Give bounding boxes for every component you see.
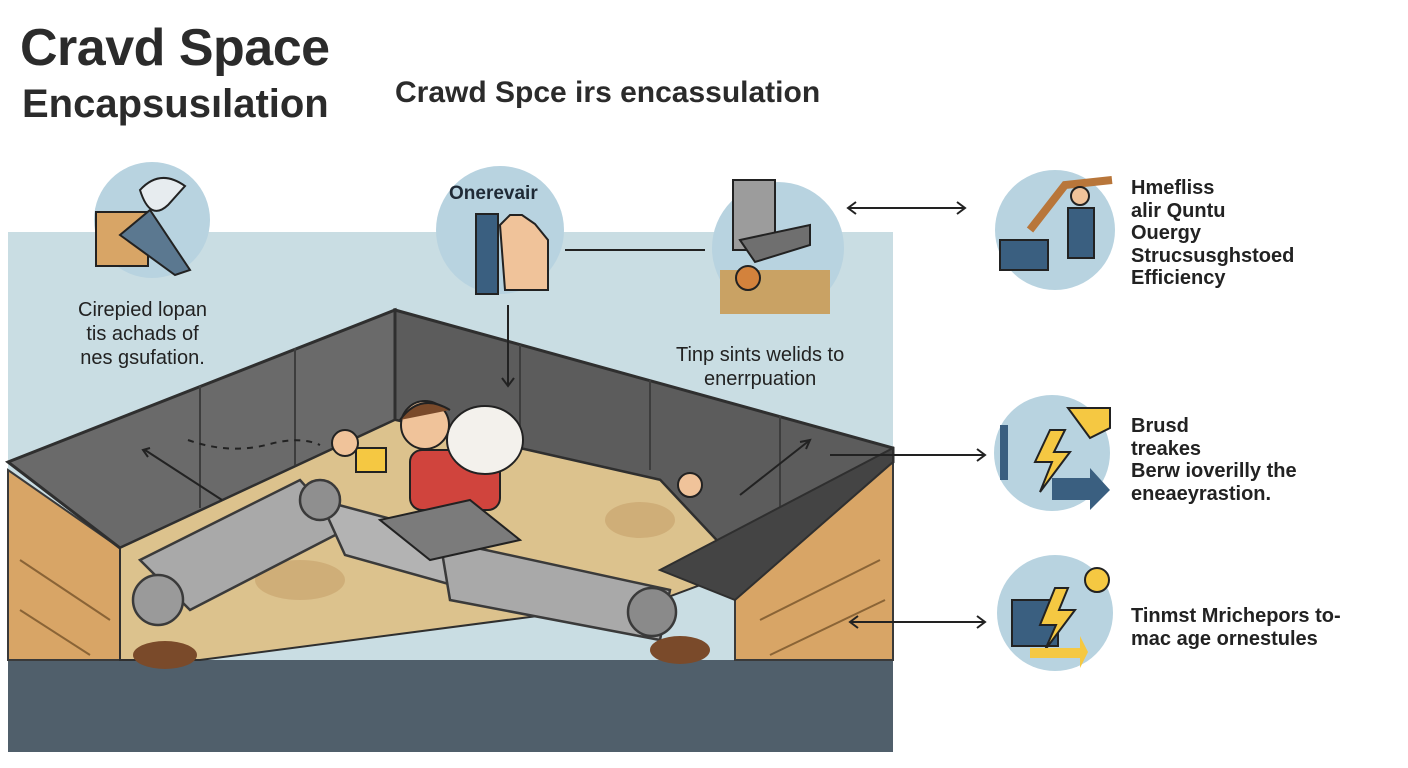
ground-band: [8, 660, 893, 752]
circle-icon-hand: [436, 166, 564, 295]
panel-1-line: Hmefliss: [1131, 177, 1215, 199]
page-title-line2: Encapsusılation: [22, 82, 329, 126]
panel-icon-moisture: [997, 555, 1113, 671]
page-subtitle: Crawd Spce irs encassulation: [395, 76, 821, 109]
worker-figure: [355, 400, 524, 562]
panel-2-line: Berw ioverilly the: [1131, 460, 1297, 482]
panel-text-2: Brusd treakes Berw ioverilly the eneaeyr…: [1131, 415, 1297, 505]
panel-3-line: mac age ornestules: [1131, 627, 1318, 650]
panel-2-line: eneaeyrastion.: [1131, 482, 1272, 505]
panel-text-1: Hmefliss alir Quntu Ouergy Strucsusghsto…: [1131, 177, 1294, 290]
duct-pipes: [131, 478, 678, 642]
callout-left-line: nes gsufation.: [80, 347, 205, 369]
panel-1-line: Strucsusghstoed: [1131, 244, 1295, 267]
panel-1-line: Efficiency: [1131, 267, 1226, 289]
panel-2-line: Brusd: [1131, 415, 1189, 437]
callout-mid: Tinp sints welids to enerrpuation: [676, 343, 844, 391]
helper-head: [331, 429, 359, 457]
callout-top-circle: Onerevair: [449, 183, 538, 204]
panel-text-3: Tinmst Mrichepors to- mac age ornestules: [1131, 605, 1341, 650]
child-head: [677, 472, 703, 498]
circle-icon-tools: [712, 179, 844, 314]
circle-icon-seal: [94, 162, 210, 278]
callout-left: Cirepied lopan tis achads of nes gsufati…: [78, 298, 207, 370]
callout-left-line: tis achads of: [86, 323, 199, 345]
panel-1-line: alir Quntu: [1131, 199, 1226, 222]
callout-mid-line: Tinp sints welids to: [676, 344, 845, 366]
front-right-wall: [657, 446, 894, 602]
panel-1-line: Ouergy: [1131, 222, 1202, 244]
panel-icon-energy: [994, 395, 1111, 511]
page-title: Cravd Space: [20, 19, 330, 77]
panel-icon-technician: [995, 170, 1115, 290]
callout-left-line: Cirepied lopan: [78, 299, 207, 321]
callout-mid-line: enerrpuation: [703, 368, 817, 390]
panel-3-line: Tinmst Mrichepors to-: [1131, 605, 1341, 627]
panel-2-line: treakes: [1131, 437, 1202, 460]
